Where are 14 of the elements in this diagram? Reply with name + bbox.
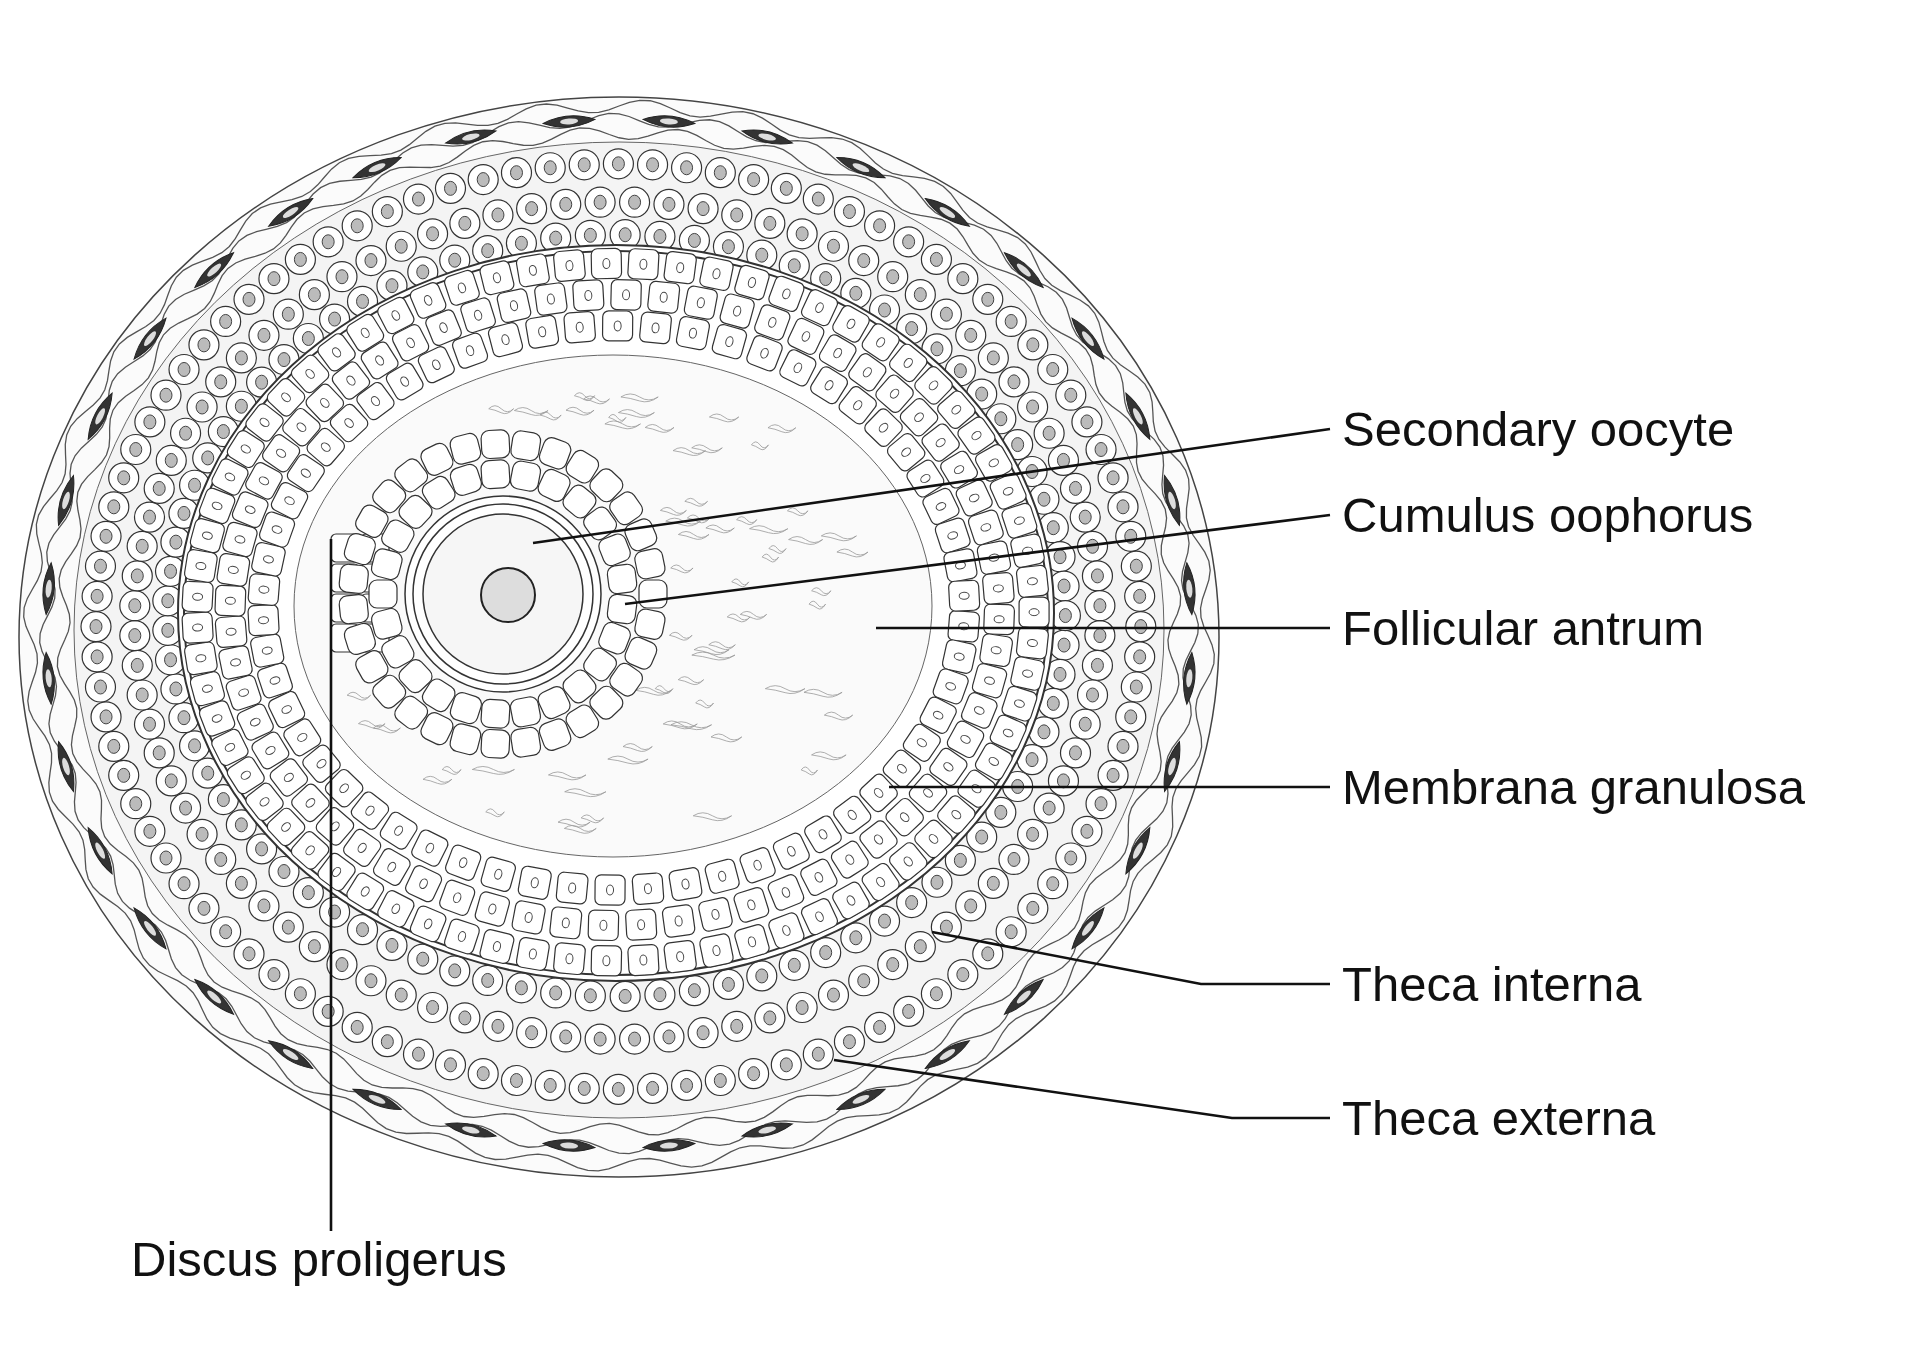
part-label: Theca externa	[1330, 1090, 1656, 1146]
part-label: Cumulus oophorus	[1330, 487, 1754, 543]
leader-line	[833, 1058, 1330, 1120]
leader-line	[329, 539, 333, 1231]
part-label: Follicular antrum	[1330, 600, 1705, 656]
leader-line	[931, 930, 1330, 986]
part-label: Discus proligerus	[131, 1231, 507, 1287]
part-label: Secondary oocyte	[1330, 401, 1735, 457]
leader-line	[532, 427, 1331, 545]
leader-line	[624, 513, 1331, 606]
leader-line	[889, 785, 1330, 789]
part-label: Membrana granulosa	[1330, 759, 1806, 815]
leader-line	[876, 626, 1330, 630]
part-label: Theca interna	[1330, 956, 1642, 1012]
